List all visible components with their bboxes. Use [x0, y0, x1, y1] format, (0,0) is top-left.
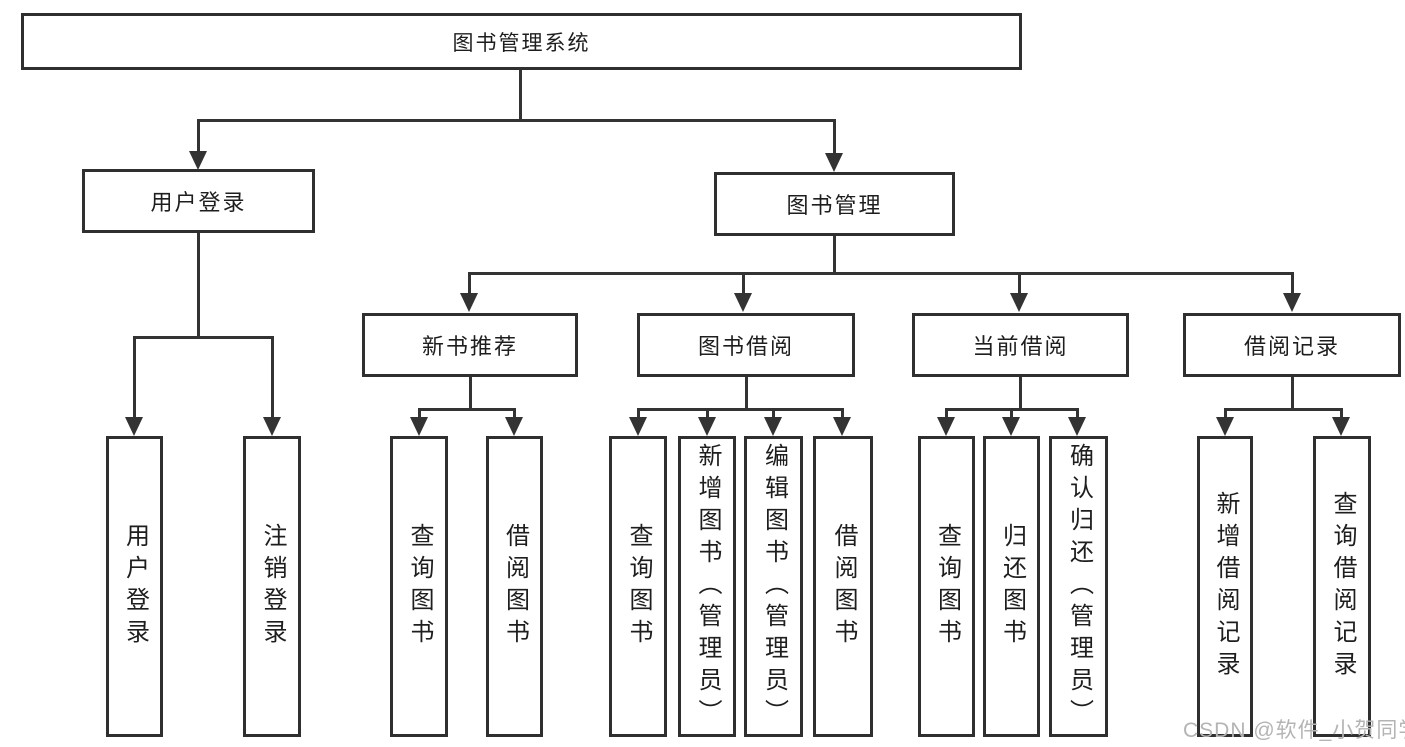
arrowhead-down-icon	[460, 293, 478, 312]
connector-line	[468, 272, 471, 295]
node-borrowing-records-label: 借阅记录	[1243, 334, 1340, 359]
leaf-query-books-3-label: 查询图书	[933, 522, 961, 651]
leaf-query-borrow-record-label: 查询借阅记录	[1329, 490, 1356, 683]
arrowhead-down-icon	[263, 417, 281, 436]
node-book-borrowing: 图书借阅	[637, 313, 855, 377]
connector-line	[945, 408, 948, 420]
connector-line	[133, 336, 274, 339]
arrowhead-down-icon	[734, 293, 752, 312]
arrowhead-down-icon	[764, 417, 782, 436]
connector-line	[519, 70, 522, 122]
arrowhead-down-icon	[125, 417, 143, 436]
leaf-borrow-books-1: 借阅图书	[486, 436, 543, 737]
leaf-edit-books-admin: 编辑图书（管理员）	[744, 436, 803, 737]
leaf-query-books-2-label: 查询图书	[625, 522, 652, 651]
leaf-query-books-1-label: 查询图书	[406, 522, 433, 651]
leaf-borrow-books-2-label: 借阅图书	[830, 522, 857, 651]
connector-line	[418, 408, 516, 411]
connector-line	[833, 236, 836, 275]
arrowhead-down-icon	[1216, 417, 1234, 436]
node-current-borrowing-label: 当前借阅	[972, 334, 1069, 359]
connector-line	[1224, 408, 1227, 420]
leaf-add-borrow-record: 新增借阅记录	[1197, 436, 1253, 737]
connector-line	[1291, 272, 1294, 295]
leaf-confirm-return-admin-label: 确认归还（管理员）	[1065, 442, 1093, 731]
leaf-logout: 注销登录	[243, 436, 301, 737]
connector-line	[197, 119, 200, 153]
connector-line	[197, 119, 836, 122]
arrowhead-down-icon	[1002, 417, 1020, 436]
arrowhead-down-icon	[825, 153, 843, 172]
leaf-return-books-label: 归还图书	[998, 522, 1026, 651]
leaf-return-books: 归还图书	[983, 436, 1040, 737]
arrowhead-down-icon	[1068, 417, 1086, 436]
leaf-borrow-books-2: 借阅图书	[813, 436, 873, 737]
connector-line	[1224, 408, 1343, 411]
csdn-watermark: CSDN @软件_小贺同学	[1183, 719, 1405, 742]
leaf-logout-label: 注销登录	[259, 522, 286, 651]
connector-line	[1076, 408, 1079, 420]
arrowhead-down-icon	[833, 417, 851, 436]
connector-line	[1291, 377, 1294, 411]
arrowhead-down-icon	[189, 151, 207, 170]
leaf-user-login: 用户登录	[106, 436, 163, 737]
leaf-add-books-admin: 新增图书（管理员）	[678, 436, 736, 737]
leaf-add-books-admin-label: 新增图书（管理员）	[694, 442, 721, 731]
node-book-management-label: 图书管理	[786, 193, 883, 218]
node-book-borrowing-label: 图书借阅	[697, 334, 794, 359]
connector-line	[833, 119, 836, 154]
node-current-borrowing: 当前借阅	[912, 313, 1129, 377]
arrowhead-down-icon	[1010, 293, 1028, 312]
leaf-edit-books-admin-label: 编辑图书（管理员）	[760, 442, 788, 731]
leaf-add-borrow-record-label: 新增借阅记录	[1212, 490, 1239, 683]
arrowhead-down-icon	[410, 417, 428, 436]
connector-line	[772, 408, 775, 420]
connector-line	[1340, 408, 1343, 420]
leaf-query-borrow-record: 查询借阅记录	[1313, 436, 1371, 737]
arrowhead-down-icon	[698, 417, 716, 436]
connector-line	[271, 336, 274, 419]
connector-line	[637, 408, 640, 420]
leaf-query-books-2: 查询图书	[609, 436, 667, 737]
node-user-login-label: 用户登录	[150, 190, 247, 215]
connector-line	[469, 377, 472, 411]
leaf-user-login-label: 用户登录	[121, 522, 149, 651]
leaf-confirm-return-admin: 确认归还（管理员）	[1049, 436, 1108, 737]
arrowhead-down-icon	[937, 417, 955, 436]
node-new-book-recommendation-label: 新书推荐	[421, 334, 518, 359]
connector-line	[841, 408, 844, 420]
connector-line	[742, 272, 745, 295]
leaf-query-books-1: 查询图书	[390, 436, 448, 737]
connector-line	[468, 272, 1294, 275]
connector-line	[513, 408, 516, 420]
arrowhead-down-icon	[629, 417, 647, 436]
leaf-borrow-books-1-label: 借阅图书	[501, 522, 529, 651]
connector-line	[706, 408, 709, 420]
connector-line	[418, 408, 421, 420]
node-book-management: 图书管理	[714, 172, 955, 236]
connector-line	[745, 377, 748, 411]
leaf-query-books-3: 查询图书	[918, 436, 975, 737]
connector-line	[637, 408, 844, 411]
connector-line	[133, 336, 136, 419]
connector-line	[1010, 408, 1013, 420]
node-user-login: 用户登录	[82, 169, 315, 233]
node-borrowing-records: 借阅记录	[1183, 313, 1401, 377]
node-new-book-recommendation: 新书推荐	[362, 313, 578, 377]
node-root-label: 图书管理系统	[452, 31, 591, 55]
connector-line	[1018, 272, 1021, 295]
connector-line	[1019, 377, 1022, 411]
arrowhead-down-icon	[1332, 417, 1350, 436]
connector-line	[197, 233, 200, 339]
arrowhead-down-icon	[505, 417, 523, 436]
arrowhead-down-icon	[1283, 293, 1301, 312]
node-root: 图书管理系统	[21, 13, 1022, 70]
